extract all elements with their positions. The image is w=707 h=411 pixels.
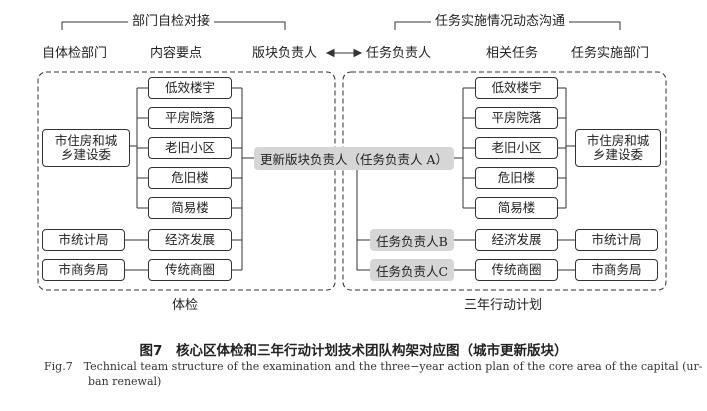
- left-dept-housing: 市住房和城乡建设委: [42, 129, 130, 167]
- left-dept-housing-label: 市住房和城乡建设委: [54, 133, 118, 162]
- left-group-title: 部门自检对接: [128, 14, 215, 30]
- left-frame-label: 体检: [172, 298, 199, 313]
- related-task-5: 简易楼: [475, 197, 558, 219]
- col-header-self-check-dept: 自体检部门: [42, 46, 108, 61]
- col-header-block-owner: 版块负责人: [252, 46, 318, 61]
- content-point-2: 平房院落: [148, 107, 232, 129]
- content-point-1: 低效楼宇: [148, 77, 232, 99]
- content-point-7: 传统商圈: [148, 259, 232, 281]
- right-dept-commerce: 市商务局: [575, 259, 658, 281]
- task-owner-c: 任务负责人C: [370, 259, 454, 281]
- right-dashed-frame: [342, 71, 667, 291]
- double-arrow-icon: [325, 48, 363, 58]
- left-dept-commerce: 市商务局: [42, 259, 125, 281]
- right-dept-housing: 市住房和城乡建设委: [575, 129, 661, 167]
- related-task-7: 传统商圈: [475, 259, 558, 281]
- content-point-4: 危旧楼: [148, 167, 232, 189]
- related-task-2: 平房院落: [475, 107, 558, 129]
- right-dept-housing-label: 市住房和城乡建设委: [586, 133, 650, 162]
- block-owner-a: 更新版块负责人（任务负责人 A）: [254, 147, 454, 170]
- related-task-4: 危旧楼: [475, 167, 558, 189]
- related-task-1: 低效楼宇: [475, 77, 558, 99]
- caption-zh: 图7 核心区体检和三年行动计划技术团队构架对应图（城市更新版块）: [139, 343, 568, 359]
- left-dashed-frame: [37, 71, 336, 291]
- related-task-6: 经济发展: [475, 229, 558, 251]
- left-dept-statistics: 市统计局: [42, 229, 125, 251]
- col-header-related-tasks: 相关任务: [486, 46, 539, 61]
- col-header-impl-dept: 任务实施部门: [571, 46, 650, 61]
- content-point-6: 经济发展: [148, 229, 232, 251]
- right-group-title: 任务实施情况动态沟通: [431, 14, 570, 30]
- col-header-task-owner: 任务负责人: [366, 46, 432, 61]
- caption-en-line1: Fig.7 Technical team structure of the ex…: [44, 360, 703, 373]
- task-owner-b: 任务负责人B: [370, 229, 454, 251]
- content-point-5: 简易楼: [148, 197, 232, 219]
- caption-en-line2: ban renewal): [88, 375, 162, 388]
- content-point-3: 老旧小区: [148, 137, 232, 159]
- right-dept-statistics: 市统计局: [575, 229, 658, 251]
- right-frame-label: 三年行动计划: [464, 298, 543, 313]
- col-header-content-points: 内容要点: [150, 46, 203, 61]
- related-task-3: 老旧小区: [475, 137, 558, 159]
